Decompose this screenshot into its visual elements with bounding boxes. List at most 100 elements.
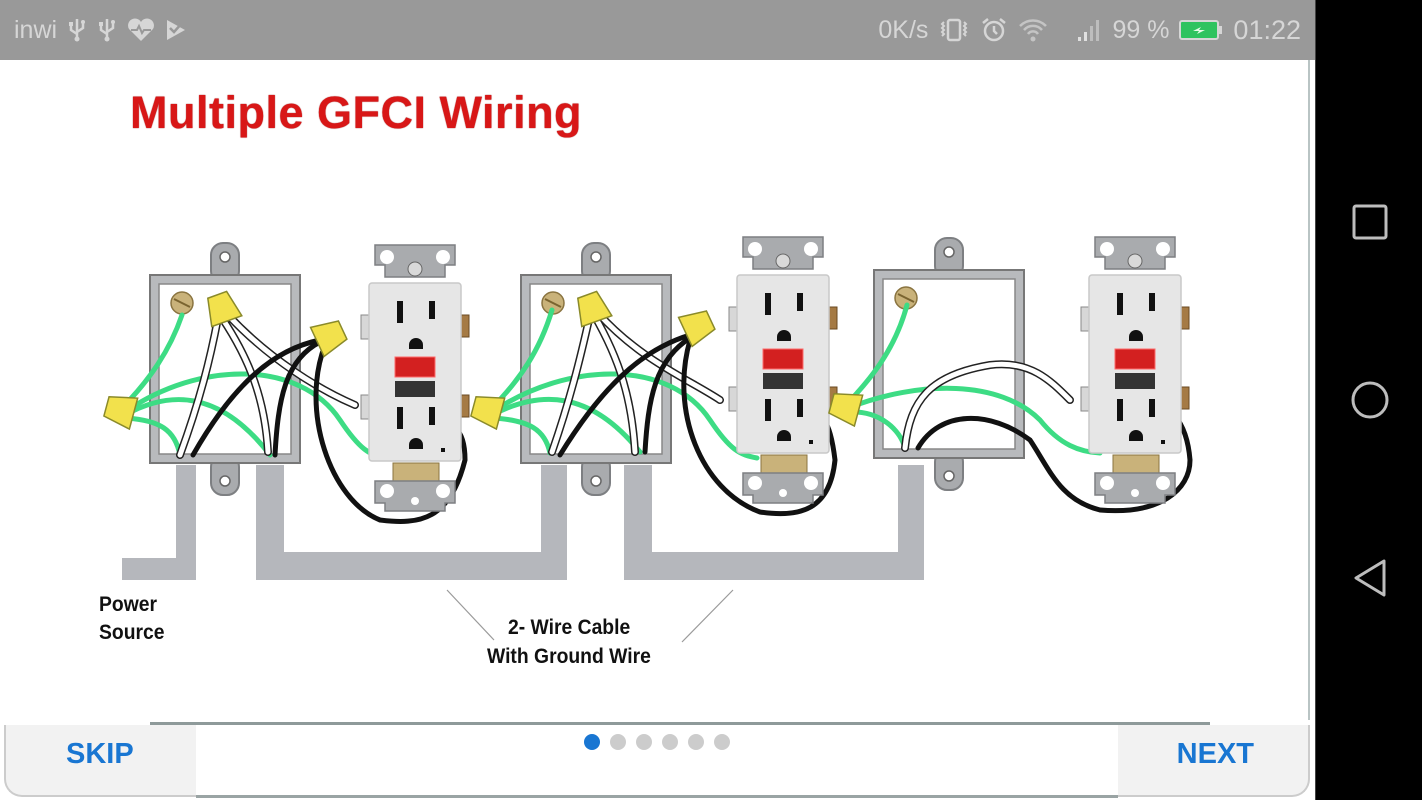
onboarding-footer: SKIP NEXT (0, 720, 1315, 800)
junction-box (520, 242, 672, 496)
battery-charging-icon (1179, 18, 1223, 42)
wire-nut (828, 392, 864, 428)
wire-nut-body (206, 290, 243, 328)
mounting-hole (943, 470, 955, 482)
carrier-name: inwi (14, 15, 58, 44)
screw-slot (173, 298, 191, 308)
signal-icon (1076, 17, 1102, 43)
page-dot[interactable] (610, 734, 626, 750)
strap-hole (1156, 242, 1170, 256)
conduit-run (256, 465, 567, 580)
ground-terminal (760, 454, 808, 474)
label-pointer-line (681, 589, 734, 643)
strap-hole (1131, 489, 1139, 497)
neutral-wire (591, 312, 638, 455)
indicator (1161, 440, 1165, 444)
page-dot[interactable] (636, 734, 652, 750)
neutral-wire (902, 361, 1073, 451)
conduit-run (624, 465, 924, 580)
play-check-icon (165, 18, 187, 42)
cable-label-line1: 2- Wire Cable (508, 616, 631, 639)
page-dot[interactable] (662, 734, 678, 750)
hot-wire (915, 413, 1193, 514)
slot (765, 293, 771, 315)
ground-hole (409, 338, 423, 349)
reset-button (1115, 373, 1155, 389)
wire-nut-body (103, 395, 139, 431)
wire-nut (576, 290, 613, 328)
hot-wire (557, 332, 693, 458)
status-bar: inwi 0K/s (0, 0, 1315, 60)
wire-nut (677, 310, 716, 348)
strap-hole (779, 489, 787, 497)
strap-hole (804, 476, 818, 490)
wire-nut (206, 290, 243, 328)
slot (397, 301, 403, 323)
triangle-back-icon (1354, 559, 1385, 597)
app-screen: inwi 0K/s (0, 0, 1315, 800)
ground-hole (1129, 330, 1143, 341)
wifi-icon (1018, 17, 1048, 43)
strap-hole (748, 476, 762, 490)
navigation-bar (1315, 0, 1422, 800)
battery-percent: 99 % (1112, 15, 1170, 44)
screw-slot (897, 293, 915, 303)
slot (797, 293, 803, 311)
page-dot-active[interactable] (584, 734, 600, 750)
strap-screw (1127, 253, 1143, 269)
strap-hole (1156, 476, 1170, 490)
screw-slot (544, 298, 562, 308)
back-button[interactable] (1316, 538, 1422, 618)
indicator (441, 448, 445, 452)
neutral-wire (549, 312, 593, 455)
diagram-canvas (103, 236, 1193, 643)
reset-button (763, 373, 803, 389)
strap-hole (380, 250, 394, 264)
hot-wire (642, 335, 693, 455)
ground-wire (845, 385, 1103, 456)
slot (429, 407, 435, 425)
strap-hole (436, 250, 450, 264)
ground-terminal (392, 462, 440, 482)
strap-hole (1100, 476, 1114, 490)
network-speed: 0K/s (878, 15, 929, 44)
vibrate-icon (938, 17, 970, 43)
diagram-title: Multiple GFCI Wiring (130, 87, 583, 138)
footer-bottom-rule (196, 795, 1118, 798)
junction-box (149, 242, 301, 496)
neutral-wire (177, 315, 221, 458)
usb-icon (97, 17, 117, 43)
wire-nut-body (576, 290, 613, 328)
recents-button[interactable] (1316, 182, 1422, 262)
wire-nut-body (309, 320, 348, 358)
top-strap (742, 236, 824, 270)
ground-wire (489, 415, 553, 456)
home-button[interactable] (1316, 360, 1422, 440)
content-edge (1308, 60, 1310, 720)
ground-hole (777, 330, 791, 341)
strap-hole (804, 242, 818, 256)
circle-icon (1351, 381, 1388, 419)
gfci-receptacle (360, 244, 470, 512)
mounting-hole (219, 475, 231, 487)
wire-nut (470, 395, 506, 431)
indicator (809, 440, 813, 444)
hot-wire (681, 337, 838, 517)
wire-nut-body (470, 395, 506, 431)
strap-hole (411, 497, 419, 505)
strap-hole (748, 242, 762, 256)
page-dot[interactable] (714, 734, 730, 750)
ground-hole (409, 438, 423, 449)
wiring-diagram: Multiple GFCI Wiring Power Source 2- Wir… (0, 60, 1315, 725)
slot (1117, 293, 1123, 315)
wire-nut (309, 320, 348, 358)
next-button[interactable]: NEXT (1118, 725, 1310, 797)
bottom-strap (374, 480, 456, 512)
usb-icon (67, 17, 87, 43)
strap-screw (407, 261, 423, 277)
mounting-hole (590, 251, 602, 263)
page-dot[interactable] (688, 734, 704, 750)
alarm-icon (980, 16, 1008, 44)
slot (1149, 399, 1155, 417)
skip-button[interactable]: SKIP (4, 725, 196, 797)
